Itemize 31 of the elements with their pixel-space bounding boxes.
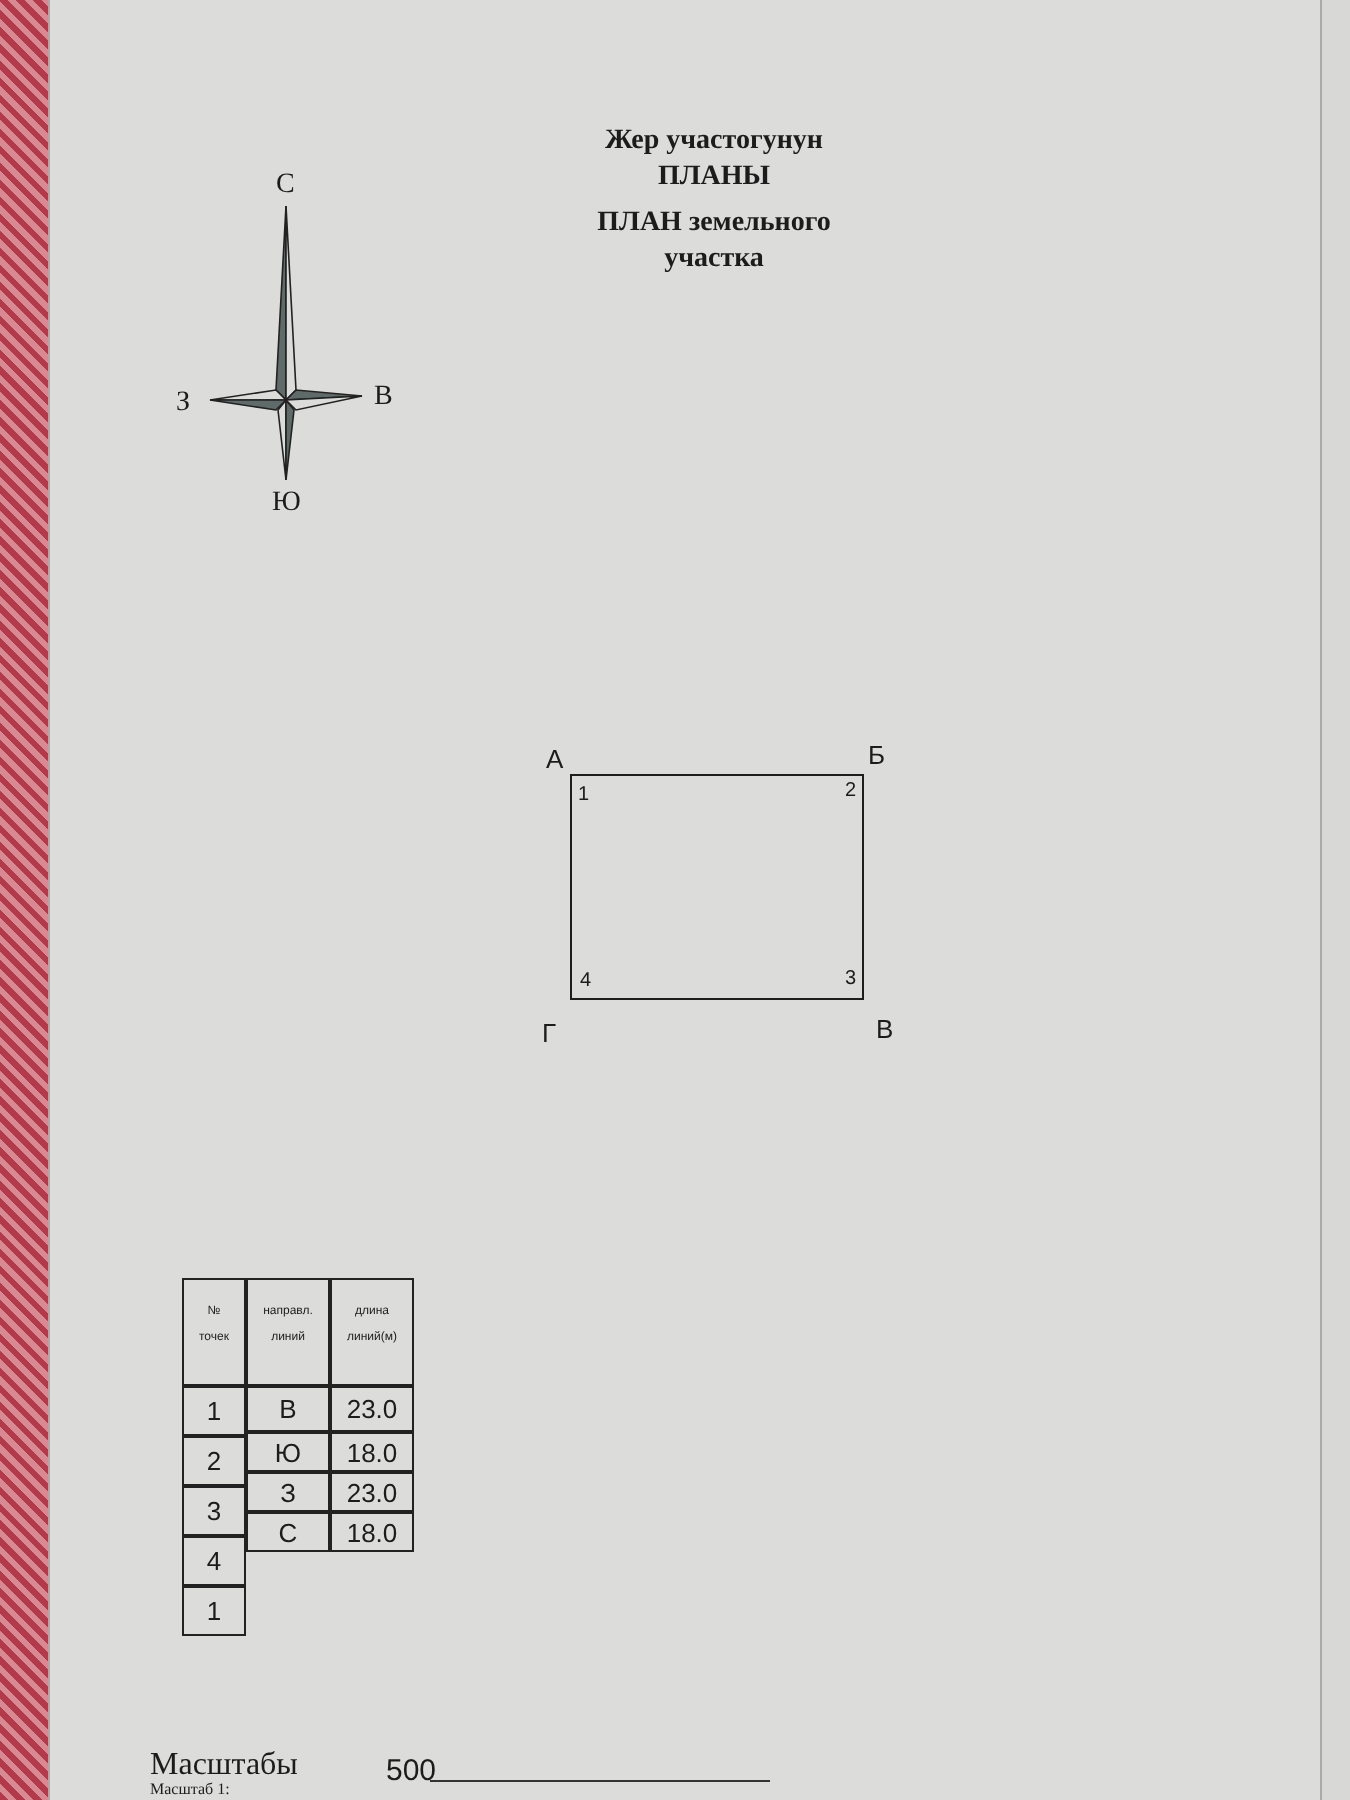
corner-letter: В [876,1016,894,1042]
corner-letter: Б [868,742,886,768]
scale-value: 500 [386,1756,437,1786]
corner-number: 3 [844,970,856,990]
compass-direction: Ю [272,490,301,518]
table-cell: 3 [182,1486,246,1536]
scale-label: Масштабы [150,1750,298,1782]
compass-direction: З [176,390,191,418]
subtitle: ПЛАН земельного участка [595,206,833,279]
table-cell: Ю [246,1432,330,1472]
table-cell: В [246,1386,330,1432]
corner-letter: А [546,746,564,772]
table-cell: 1 [182,1386,246,1436]
table-cell: 4 [182,1536,246,1586]
scale-label: Масштаб 1: [150,1782,230,1798]
table-cell: З [246,1472,330,1512]
table-cell: 18.0 [330,1512,414,1552]
corner-number: 4 [580,972,592,992]
corner-number: 2 [844,782,856,802]
table-cell: 23.0 [330,1386,414,1432]
corner-letter: Г [542,1020,557,1046]
table-cell: 2 [182,1436,246,1486]
table-cell: С [246,1512,330,1552]
table-cell: 1 [182,1586,246,1636]
compass-direction: С [276,172,295,200]
corner-number: 1 [578,786,590,806]
land-plot-outline [570,774,864,1000]
table-cell: 18.0 [330,1432,414,1472]
table-cell: 23.0 [330,1472,414,1512]
compass-direction: В [374,384,393,412]
title: Жер участогунун ПЛАНЫ [603,124,825,197]
